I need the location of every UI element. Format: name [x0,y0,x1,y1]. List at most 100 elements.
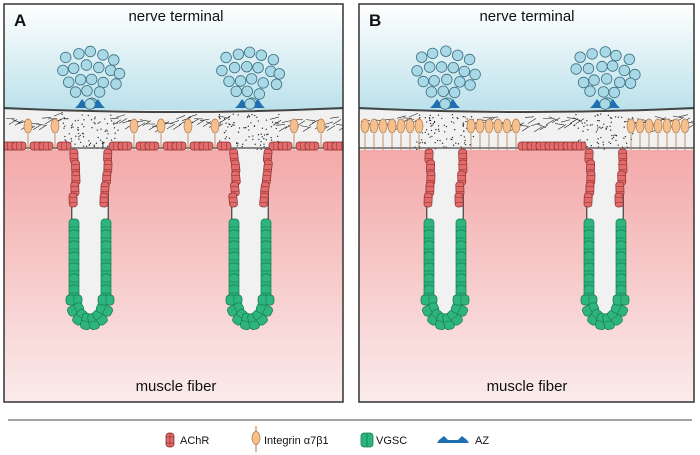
synaptic-vesicle [618,64,631,77]
synaptic-vesicle [108,54,120,66]
achr-receptor [38,141,54,151]
synaptic-vesicle [253,88,265,100]
integrin-protein [493,118,503,150]
achr-receptor [68,192,78,208]
synaptic-vesicle [113,67,126,80]
legend-integrin-label: Integrin α7β1 [264,435,329,447]
synaptic-vesicle [608,86,621,99]
achr-receptor [103,148,113,164]
synaptic-vesicle [452,49,464,62]
synaptic-vesicle [62,76,75,88]
panel-b-letter: B [369,11,381,30]
synaptic-vesicle [437,85,450,98]
integrin-protein [387,118,397,150]
integrin-protein [50,118,60,150]
integrin-protein [662,118,672,150]
synaptic-vesicle [252,61,264,74]
panel-a-nerve-terminal-label: nerve terminal [128,8,223,25]
synaptic-vesicle [463,53,476,66]
synaptic-vesicle [230,85,242,98]
legend-integrin-icon [251,426,261,452]
synaptic-vesicle [223,75,235,88]
synaptic-vesicle [458,65,471,78]
synaptic-vesicle [69,86,82,98]
synaptic-vesicle [93,86,106,98]
integrin-protein [475,118,485,150]
synaptic-vesicle [597,86,610,98]
integrin-protein [289,118,299,150]
synaptic-vesicle [97,49,109,61]
integrin-protein [653,118,663,150]
panel-a [4,4,343,402]
synaptic-vesicle [267,54,280,66]
integrin-protein [626,118,636,150]
achr-receptor [198,141,214,151]
achr-receptor [457,170,467,186]
synaptic-vesicle [574,51,586,63]
synaptic-vesicle [423,61,436,73]
achr-receptor [584,148,594,164]
docked-vesicle [599,98,611,110]
synaptic-vesicle [74,73,87,86]
achr-receptor [571,141,587,151]
synaptic-vesicle [243,46,256,59]
presynaptic-membrane [4,107,343,113]
docked-vesicle [244,98,256,110]
panel-a-frame [3,3,344,403]
panel-a-muscle-fiber-label: muscle fiber [136,378,217,395]
achr-receptor [70,181,80,197]
synaptic-vesicle [582,62,595,75]
achr-receptor [229,148,239,164]
panel-b-nerve-terminal-label: nerve terminal [479,8,574,25]
presynaptic-membrane [359,107,694,113]
synaptic-vesicle [441,73,453,86]
achr-receptor [144,141,160,151]
integrin-protein [378,118,388,150]
synaptic-vesicle [454,76,466,88]
synaptic-vesicle [425,86,438,98]
integrin-protein [369,118,379,150]
achr-receptor [583,192,593,208]
synaptic-vesicle [110,78,122,90]
synaptic-vesicle [270,78,283,91]
achr-receptor [423,192,433,208]
synaptic-vesicle [245,73,258,85]
muscle-fiber-region [359,150,694,402]
vgsc-channel [450,302,468,317]
synaptic-vesicle [234,75,247,87]
synaptic-vesicle [93,61,105,74]
integrin-protein [316,118,326,150]
integrin-protein [396,118,406,150]
synaptic-vesicle [81,85,93,97]
vgsc-channel [97,294,115,306]
basal-lamina-dots [59,113,119,151]
synaptic-vesicle [596,60,608,73]
synaptic-vesicle [273,68,286,80]
synaptic-vesicle [241,85,254,98]
achr-receptor [304,141,320,151]
synaptic-vesicle [601,73,613,85]
achr-receptor [262,148,273,164]
integrin-protein [129,118,139,150]
legend: AChR Integrin α7β1 VGSC AZ [165,426,489,452]
docked-vesicle [84,98,96,110]
legend-vgsc-icon [360,432,374,448]
achr-receptor [171,141,187,151]
synaptic-vesicle [447,61,460,74]
integrin-protein [484,118,494,150]
synaptic-vesicle [85,73,98,86]
integrin-protein [671,118,681,150]
synaptic-vesicle [97,76,109,89]
synaptic-vesicle [255,49,267,61]
synaptic-vesicle [614,76,626,89]
synaptic-vesicle [599,46,612,58]
synaptic-vesicle [411,65,423,77]
active-zone [430,99,460,108]
synaptic-vesicle [610,49,622,62]
achr-receptor [230,181,240,197]
achr-receptor [99,192,109,208]
synaptic-vesicle [80,59,93,71]
integrin-protein [680,118,690,150]
legend-az-label: AZ [475,435,489,447]
